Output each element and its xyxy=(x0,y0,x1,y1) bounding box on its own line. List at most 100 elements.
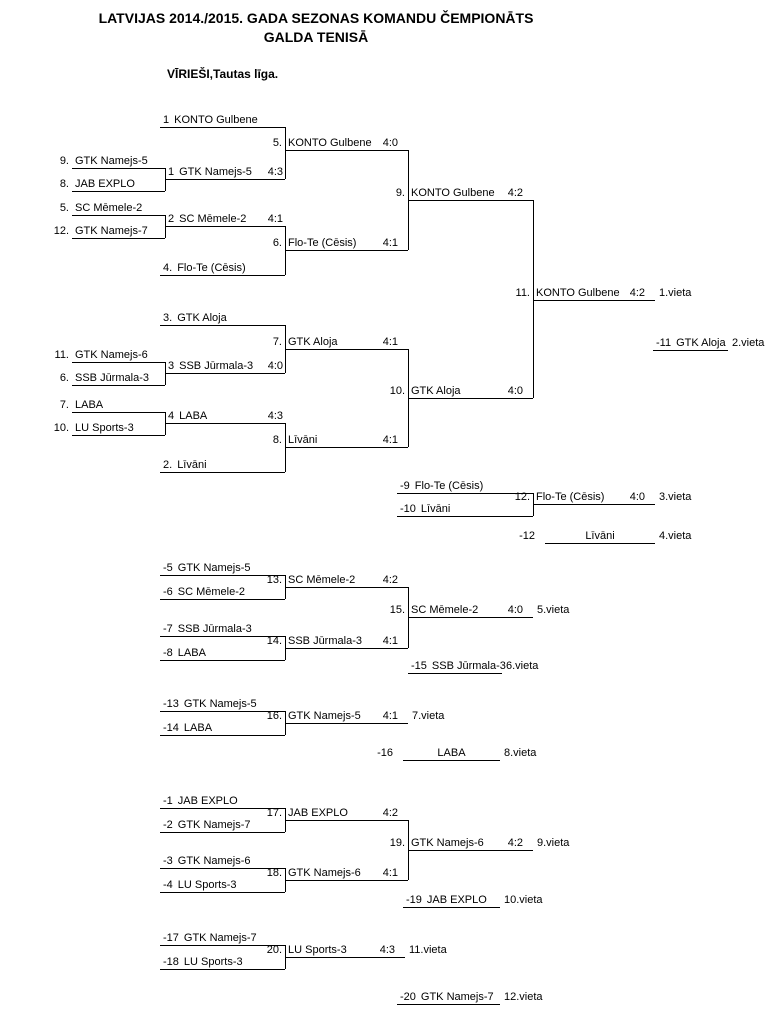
page-title: LATVIJAS 2014./2015. GADA SEZONAS KOMAND… xyxy=(98,10,534,26)
match-score: 4:0 xyxy=(629,491,645,503)
match-number: 2 xyxy=(168,213,175,225)
match-score: 4:1 xyxy=(382,867,398,879)
team-name: GTK Namejs-6 xyxy=(411,837,484,849)
place-label: 1.vieta xyxy=(659,287,692,299)
match-number: 6. xyxy=(272,237,282,249)
match-score: 4:2 xyxy=(629,287,645,299)
entry-number: -14 xyxy=(163,722,179,734)
bracket-line: 7.LABA xyxy=(60,399,165,413)
match-number: 9. xyxy=(395,187,405,199)
match-winner-line: 18. GTK Namejs-6 4:1 xyxy=(267,867,408,881)
entry-number: 4. xyxy=(163,262,173,274)
entry-number: -12 xyxy=(519,530,535,542)
bracket-line: 3. GTK Aloja xyxy=(160,312,285,326)
bracket-connector xyxy=(285,711,286,735)
team-name: SC Mēmele-2 xyxy=(75,202,143,214)
match-score: 4:3 xyxy=(379,944,395,956)
bracket-line: -13 GTK Namejs-5 xyxy=(160,698,285,712)
entry-number: -8 xyxy=(163,647,173,659)
match-score: 4:0 xyxy=(267,360,283,372)
team-name: Līvāni xyxy=(177,459,207,471)
team-name: GTK Namejs-6 xyxy=(177,855,251,867)
bracket-line: 5. SC Mēmele-2 xyxy=(60,202,165,216)
team-name: LU Sports-3 xyxy=(75,422,134,434)
match-score: 4:1 xyxy=(382,434,398,446)
bracket-line: -5 GTK Namejs-5 xyxy=(160,562,285,576)
place-label: 3.vieta xyxy=(659,491,692,503)
team-name: GTK Aloja xyxy=(177,312,227,324)
bracket-line: 4.Flo-Te (Cēsis) xyxy=(160,262,285,276)
team-name: KONTO Gulbene xyxy=(288,137,372,149)
match-score: 4:0 xyxy=(507,604,523,616)
team-name: LABA xyxy=(75,399,104,411)
entry-number: -13 xyxy=(163,698,179,710)
entry-number: 5. xyxy=(59,202,69,214)
team-name: KONTO Gulbene xyxy=(536,287,620,299)
team-name: Līvāni xyxy=(288,434,318,446)
match-score: 4:0 xyxy=(507,385,523,397)
entry-number: -4 xyxy=(163,879,173,891)
team-name: Līvāni xyxy=(420,503,451,515)
team-name: GTK Namejs-6 xyxy=(288,867,361,879)
match-number: 5. xyxy=(272,137,282,149)
entry-number: 3. xyxy=(163,312,173,324)
team-name: GTK Namejs-7 xyxy=(177,819,251,831)
team-name: GTK Aloja xyxy=(288,336,338,348)
team-name: SC Mēmele-2 xyxy=(179,213,247,225)
entry-number: -5 xyxy=(163,562,173,574)
entry-number: -3 xyxy=(163,855,173,867)
match-number: 11. xyxy=(515,287,530,299)
team-name: GTK Namejs-7 xyxy=(183,932,257,944)
match-winner-line: 12. Flo-Te (Cēsis) 4:0 3.vieta xyxy=(515,491,691,505)
bracket-line: 12. GTK Namejs-7 xyxy=(54,225,165,239)
team-name: GTK Namejs-7 xyxy=(75,225,148,237)
team-name: Līvāni xyxy=(585,530,615,542)
team-name: SC Mēmele-2 xyxy=(411,604,479,616)
team-name: Flo-Te (Cēsis) xyxy=(288,237,357,249)
team-name: LABA xyxy=(179,410,208,422)
bracket-connector xyxy=(285,325,286,373)
match-number: 1 xyxy=(168,166,175,178)
place-label: 11.vieta xyxy=(409,944,447,956)
bracket-connector xyxy=(165,215,166,238)
entry-number: -6 xyxy=(163,586,173,598)
team-name: GTK Aloja xyxy=(676,337,726,349)
match-number: 18. xyxy=(266,867,282,879)
entry-number: 12. xyxy=(53,225,69,237)
team-name: Flo-Te (Cēsis) xyxy=(536,491,605,503)
final-winner-line: 11. KONTO Gulbene 4:2 1.vieta xyxy=(516,287,691,301)
team-name: KONTO Gulbene xyxy=(411,187,495,199)
team-name: GTK Namejs-5 xyxy=(177,562,251,574)
match-score: 4:0 xyxy=(382,137,398,149)
team-name: LU Sports-3 xyxy=(288,944,347,956)
match-score: 4:1 xyxy=(382,710,398,722)
team-name: GTK Namejs-5 xyxy=(179,166,252,178)
bracket-connector xyxy=(408,587,409,648)
match-score: 4:2 xyxy=(382,574,398,586)
place-label: 6.vieta xyxy=(506,660,539,672)
team-name: LABA xyxy=(183,722,213,734)
entry-number: -18 xyxy=(163,956,179,968)
loser-line: -12 Līvāni 4.vieta xyxy=(519,530,691,544)
entry-number: -2 xyxy=(163,819,173,831)
team-name: LABA xyxy=(437,747,466,759)
match-number: 13. xyxy=(266,574,282,586)
place-label: 4.vieta xyxy=(659,530,692,542)
team-name: GTK Namejs-5 xyxy=(183,698,257,710)
bracket-line: -3 GTK Namejs-6 xyxy=(160,855,285,869)
team-name: LU Sports-3 xyxy=(177,879,237,891)
entry-number: 6. xyxy=(59,372,69,384)
match-number: 12. xyxy=(514,491,530,503)
bracket-connector xyxy=(408,820,409,880)
